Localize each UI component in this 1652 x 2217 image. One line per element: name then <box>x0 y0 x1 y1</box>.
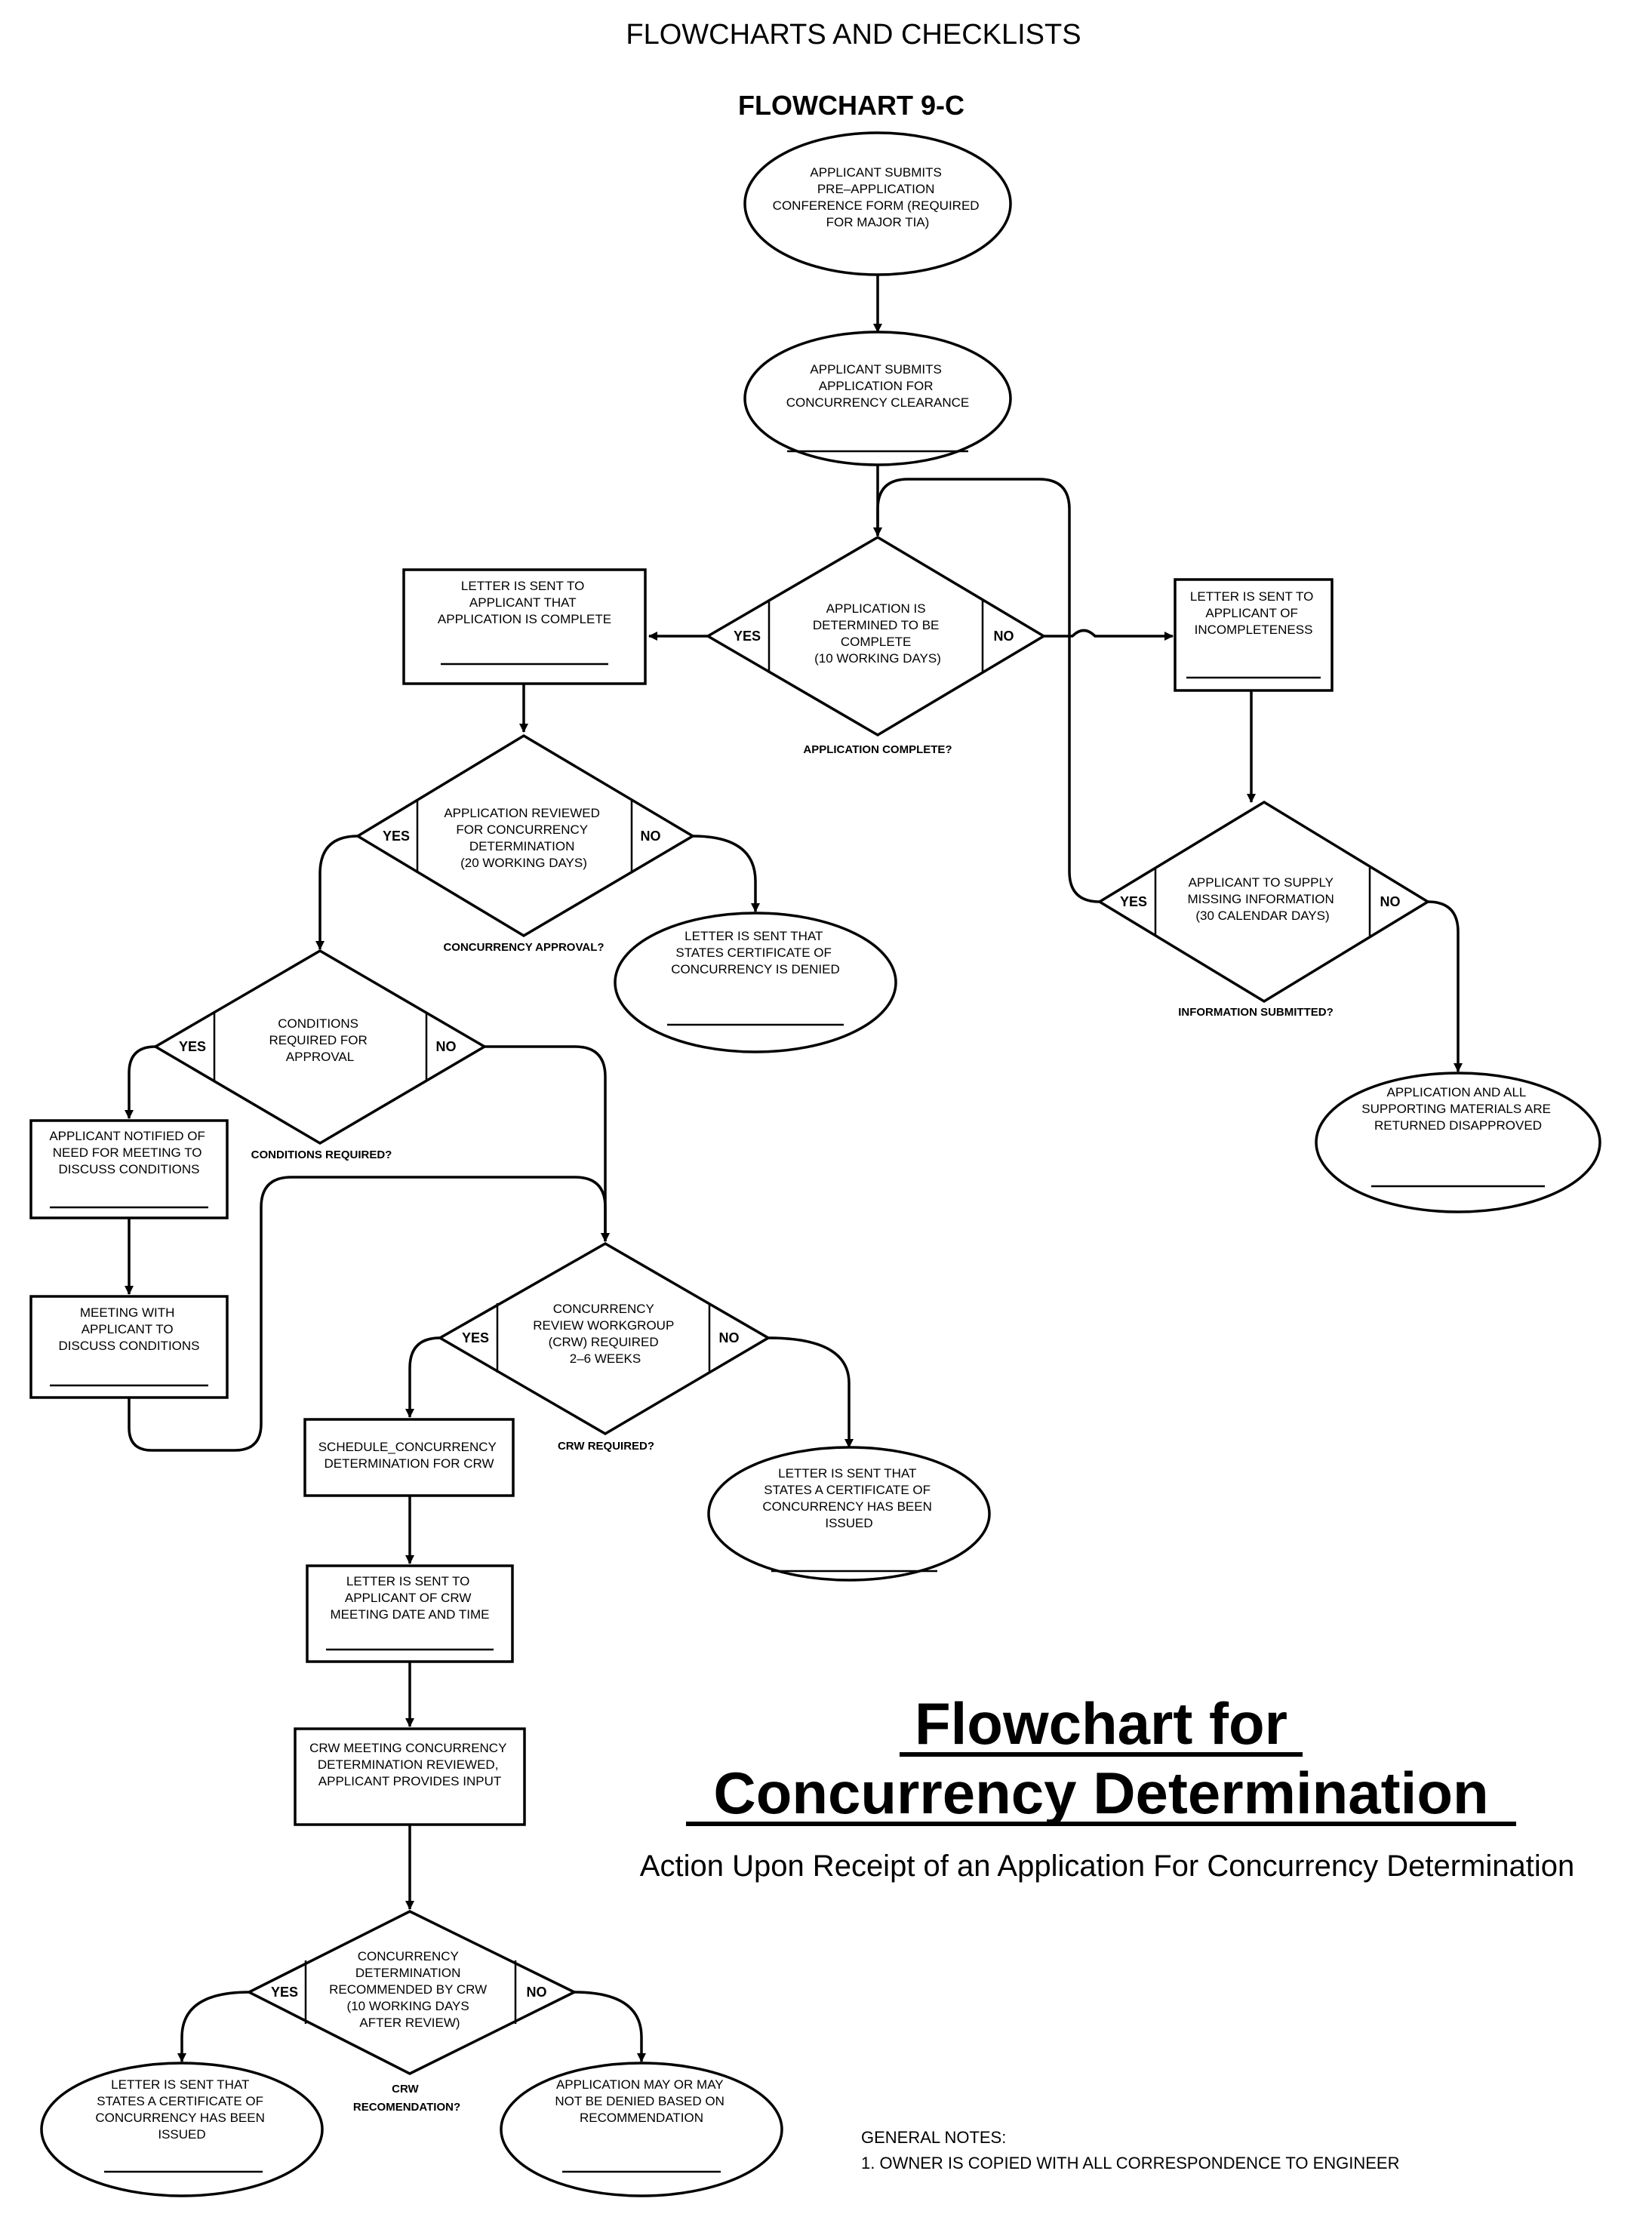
node-text: CONDITIONS REQUIRED FOR APPROVAL <box>269 1016 371 1064</box>
arrow-d3-no-to-e4 <box>1427 900 1463 1072</box>
no-label: NO <box>436 1039 457 1054</box>
node-text: SCHEDULE_CONCURRENCY DETERMINATION FOR C… <box>318 1440 500 1471</box>
node-text: APPLICANT SUBMITS PRE–APPLICATION CONFER… <box>773 165 983 229</box>
node-text: APPLICATION IS DETERMINED TO BE COMPLETE… <box>813 601 943 666</box>
node-submit-application: APPLICANT SUBMITS APPLICATION FOR CONCUR… <box>743 331 1012 466</box>
arrow-d2-yes-to-d4 <box>315 835 358 950</box>
node-text: APPLICANT NOTIFIED OF NEED FOR MEETING T… <box>49 1129 208 1176</box>
node-certificate-issued-no-crw: LETTER IS SENT THAT STATES A CERTIFICATE… <box>707 1446 991 1582</box>
question-label: CRW RECOMENDATION? <box>353 2083 460 2114</box>
no-label: NO <box>1380 894 1401 909</box>
arrow-d6-yes-to-e6 <box>177 1991 250 2062</box>
yes-label: YES <box>383 829 410 844</box>
box-letter-crw-meeting: LETTER IS SENT TO APPLICANT OF CRW MEETI… <box>306 1564 514 1663</box>
node-text: LETTER IS SENT THAT STATES CERTIFICATE O… <box>671 929 840 976</box>
question-label: INFORMATION SUBMITTED? <box>1178 1006 1334 1019</box>
box-letter-application-complete: LETTER IS SENT TO APPLICANT THAT APPLICA… <box>402 568 647 685</box>
node-application-returned: APPLICATION AND ALL SUPPORTING MATERIALS… <box>1315 1072 1601 1213</box>
node-text: APPLICANT TO SUPPLY MISSING INFORMATION … <box>1188 875 1338 923</box>
node-text: CONCURRENCY DETERMINATION RECOMMENDED BY… <box>329 1949 491 2030</box>
decision-crw-recommendation: YES NO CONCURRENCY DETERMINATION RECOMME… <box>246 1910 577 2114</box>
arrow-d4-yes-to-b3 <box>125 1045 156 1119</box>
decision-application-complete: YES NO APPLICATION IS DETERMINED TO BE C… <box>705 535 1047 756</box>
yes-label: YES <box>734 629 761 644</box>
section-header: FLOWCHARTS AND CHECKLISTS <box>626 19 1081 51</box>
node-text: APPLICANT SUBMITS APPLICATION FOR CONCUR… <box>786 362 969 410</box>
node-text: LETTER IS SENT TO APPLICANT OF CRW MEETI… <box>331 1574 490 1622</box>
arrow-d5-yes-to-b5 <box>405 1336 441 1418</box>
general-notes: GENERAL NOTES: 1. OWNER IS COPIED WITH A… <box>861 2128 1400 2172</box>
box-schedule-crw: SCHEDULE_CONCURRENCY DETERMINATION FOR C… <box>303 1418 515 1497</box>
arrow-d6-no-to-e7 <box>574 1991 646 2062</box>
yes-label: YES <box>271 1985 298 2000</box>
node-certificate-denied: LETTER IS SENT THAT STATES CERTIFICATE O… <box>614 912 897 1053</box>
decision-conditions-required: YES NO CONDITIONS REQUIRED FOR APPROVAL … <box>152 949 488 1161</box>
no-label: NO <box>641 829 661 844</box>
node-may-be-denied: APPLICATION MAY OR MAY NOT BE DENIED BAS… <box>500 2062 783 2197</box>
connectors <box>125 275 1463 2062</box>
arrow-b4-loop-to-d5 <box>128 1176 610 1452</box>
title-line-2: Concurrency Determination <box>713 1760 1488 1826</box>
question-label: CRW REQUIRED? <box>558 1440 654 1453</box>
title-block: Flowchart for Concurrency Determination … <box>640 1690 1574 1883</box>
yes-label: YES <box>462 1330 489 1345</box>
node-certificate-issued-after-crw: LETTER IS SENT THAT STATES A CERTIFICATE… <box>40 2062 324 2197</box>
node-text: LETTER IS SENT TO APPLICANT THAT APPLICA… <box>438 579 611 626</box>
node-text: MEETING WITH APPLICANT TO DISCUSS CONDIT… <box>58 1305 199 1353</box>
arrow-d1-no-to-b2 <box>1044 629 1174 641</box>
decision-information-submitted: YES NO APPLICANT TO SUPPLY MISSING INFOR… <box>1097 800 1431 1019</box>
box-meeting-with-applicant: MEETING WITH APPLICANT TO DISCUSS CONDIT… <box>29 1295 229 1399</box>
flowchart-number: FLOWCHART 9-C <box>738 90 964 121</box>
node-text: APPLICATION AND ALL SUPPORTING MATERIALS… <box>1361 1085 1554 1133</box>
node-text: LETTER IS SENT THAT STATES A CERTIFICATE… <box>95 2077 268 2142</box>
node-text: APPLICATION REVIEWED FOR CONCURRENCY DET… <box>444 806 603 870</box>
node-text: LETTER IS SENT TO APPLICANT OF INCOMPLET… <box>1190 589 1317 637</box>
decision-crw-required: YES NO CONCURRENCY REVIEW WORKGROUP (CRW… <box>437 1241 771 1453</box>
box-applicant-notified: APPLICANT NOTIFIED OF NEED FOR MEETING T… <box>29 1119 229 1219</box>
no-label: NO <box>994 629 1014 644</box>
question-label: APPLICATION COMPLETE? <box>803 743 952 756</box>
question-label: CONCURRENCY APPROVAL? <box>443 941 604 954</box>
arrow-d4-no-to-d5 <box>485 1045 610 1242</box>
yes-label: YES <box>179 1039 206 1054</box>
box-letter-incompleteness: LETTER IS SENT TO APPLICANT OF INCOMPLET… <box>1174 578 1334 692</box>
question-label: CONDITIONS REQUIRED? <box>251 1148 392 1161</box>
yes-label: YES <box>1120 894 1147 909</box>
arrow-d5-no-to-e5 <box>768 1336 854 1448</box>
arrow-d3-yes-loop-to-d1 <box>873 478 1100 903</box>
no-label: NO <box>527 1985 547 2000</box>
node-text: APPLICATION MAY OR MAY NOT BE DENIED BAS… <box>555 2077 728 2125</box>
no-label: NO <box>719 1330 740 1345</box>
node-text: CONCURRENCY REVIEW WORKGROUP (CRW) REQUI… <box>533 1302 677 1366</box>
arrow-d2-no-to-e3 <box>692 835 760 912</box>
box-crw-meeting-review: CRW MEETING CONCURRENCY DETERMINATION RE… <box>294 1727 526 1826</box>
title-line-1: Flowchart for <box>915 1690 1287 1757</box>
subtitle: Action Upon Receipt of an Application Fo… <box>640 1850 1574 1883</box>
node-text: LETTER IS SENT THAT STATES A CERTIFICATE… <box>762 1466 935 1530</box>
decision-concurrency-approval: YES NO APPLICATION REVIEWED FOR CONCURRE… <box>355 733 696 954</box>
node-submit-pre-application: APPLICANT SUBMITS PRE–APPLICATION CONFER… <box>743 131 1012 276</box>
note-item-1: 1. OWNER IS COPIED WITH ALL CORRESPONDEN… <box>861 2154 1400 2172</box>
node-text: CRW MEETING CONCURRENCY DETERMINATION RE… <box>309 1741 510 1788</box>
notes-heading: GENERAL NOTES: <box>861 2128 1006 2147</box>
